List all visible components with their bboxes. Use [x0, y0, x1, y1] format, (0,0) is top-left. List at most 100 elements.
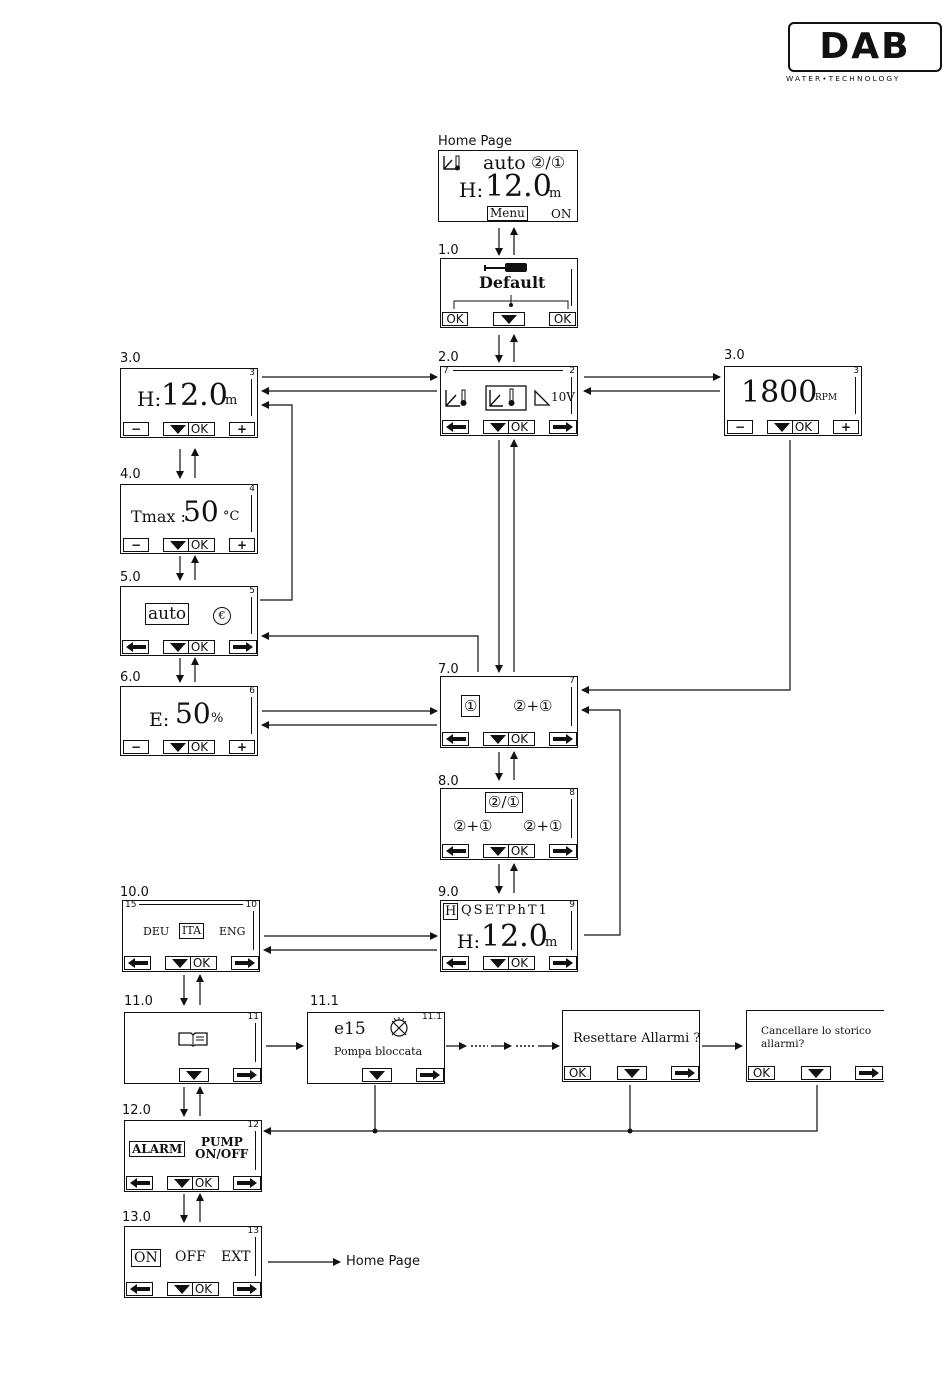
- plus-button[interactable]: +: [229, 422, 255, 436]
- head-value: 12.0: [161, 378, 228, 413]
- down-button[interactable]: [362, 1068, 392, 1082]
- left-button[interactable]: [126, 1176, 153, 1190]
- down-button[interactable]: [179, 1068, 209, 1082]
- down-button[interactable]: [493, 312, 525, 326]
- lang-deu[interactable]: DEU: [143, 925, 170, 938]
- left-arrow-icon: [125, 642, 146, 652]
- right-button[interactable]: [549, 956, 577, 970]
- down-button[interactable]: [801, 1066, 831, 1080]
- left-button[interactable]: [442, 420, 469, 434]
- mode-text: auto: [483, 152, 526, 174]
- right-button[interactable]: [233, 1282, 261, 1296]
- left-button[interactable]: [124, 956, 151, 970]
- twin-pump-option[interactable]: ②+①: [513, 697, 553, 715]
- eco-unit: %: [211, 711, 224, 726]
- right-button[interactable]: [549, 420, 577, 434]
- ext-option[interactable]: EXT: [221, 1249, 251, 1265]
- page-index: 8: [569, 788, 575, 798]
- lang-eng[interactable]: ENG: [219, 925, 246, 938]
- parallel-option[interactable]: ②+①: [453, 817, 493, 835]
- right-button[interactable]: [233, 1068, 261, 1082]
- right-button[interactable]: [416, 1068, 444, 1082]
- status-text: ON: [551, 207, 572, 221]
- down-arrow-icon: [173, 1178, 190, 1188]
- down-arrow-icon: [808, 1068, 824, 1078]
- label-12-0: 12.0: [122, 1103, 151, 1118]
- down-ok-button[interactable]: OK: [163, 538, 215, 552]
- down-ok-button[interactable]: OK: [483, 956, 535, 970]
- left-button[interactable]: [442, 844, 469, 858]
- down-ok-button[interactable]: OK: [167, 1176, 219, 1190]
- down-arrow-icon: [186, 1070, 202, 1080]
- down-ok-button[interactable]: OK: [163, 640, 215, 654]
- junction-dot: [627, 1128, 633, 1134]
- plus-button[interactable]: +: [229, 538, 255, 552]
- screen-home: auto ②/① H: 12.0 m Menu ON: [438, 150, 578, 222]
- page-index: 4: [249, 484, 255, 494]
- right-button[interactable]: [671, 1066, 699, 1080]
- left-button[interactable]: [126, 1282, 153, 1296]
- off-option[interactable]: OFF: [175, 1249, 206, 1265]
- minus-button[interactable]: −: [123, 538, 149, 552]
- curve-temp-selected-icon[interactable]: [485, 385, 527, 411]
- page-index: 5: [249, 586, 255, 596]
- down-ok-button[interactable]: OK: [167, 1282, 219, 1296]
- down-ok-button[interactable]: OK: [767, 420, 819, 434]
- screen-12-0: 12 ALARM PUMP ON/OFF OK: [124, 1120, 262, 1192]
- param-selected[interactable]: H: [443, 903, 459, 920]
- right-button[interactable]: [855, 1066, 883, 1080]
- right-button[interactable]: [231, 956, 259, 970]
- minus-button[interactable]: −: [123, 422, 149, 436]
- scroll-indicator: [251, 597, 255, 635]
- down-ok-button[interactable]: OK: [165, 956, 217, 970]
- down-ok-button[interactable]: OK: [483, 732, 535, 746]
- eco-icon[interactable]: €: [213, 607, 231, 625]
- right-button[interactable]: [233, 1176, 261, 1190]
- lang-ita[interactable]: ITA: [179, 923, 205, 939]
- page-index: 6: [249, 686, 255, 696]
- down-ok-button[interactable]: OK: [163, 422, 215, 436]
- speed-value: 1800: [741, 375, 818, 410]
- menu-button[interactable]: Menu: [487, 206, 528, 221]
- single-pump-option[interactable]: ①: [461, 695, 481, 717]
- book-icon: [178, 1032, 208, 1047]
- on-option[interactable]: ON: [131, 1249, 161, 1267]
- ok-button-left[interactable]: OK: [442, 312, 468, 326]
- left-button[interactable]: [442, 956, 469, 970]
- down-ok-button[interactable]: OK: [163, 740, 215, 754]
- label-home-page-link: Home Page: [346, 1254, 420, 1269]
- ok-button[interactable]: OK: [748, 1066, 775, 1080]
- pump-config-text: ②/①: [531, 153, 566, 172]
- pump-option-line1[interactable]: PUMP: [201, 1135, 243, 1149]
- minus-button[interactable]: −: [123, 740, 149, 754]
- speed-unit: RPM: [815, 393, 838, 403]
- ok-label: OK: [791, 421, 812, 433]
- plus-button[interactable]: +: [833, 420, 859, 434]
- reset-question: Resettare Allarmi ?: [573, 1031, 701, 1046]
- right-button[interactable]: [549, 732, 577, 746]
- alarm-option[interactable]: ALARM: [129, 1141, 186, 1157]
- down-button[interactable]: [617, 1066, 647, 1080]
- backup-option[interactable]: ②+①: [523, 817, 563, 835]
- down-ok-button[interactable]: OK: [483, 844, 535, 858]
- down-ok-button[interactable]: OK: [483, 420, 535, 434]
- tmax-value: 50: [183, 495, 219, 528]
- page-index: 2: [569, 366, 575, 376]
- arrow-5-to-3l: [260, 401, 293, 601]
- ok-button[interactable]: OK: [564, 1066, 591, 1080]
- right-button[interactable]: [229, 640, 257, 654]
- scroll-track: [139, 904, 243, 905]
- blocked-pump-icon: [390, 1017, 408, 1037]
- pump-option-line2[interactable]: ON/OFF: [195, 1147, 249, 1161]
- left-button[interactable]: [442, 732, 469, 746]
- alternating-option[interactable]: ②/①: [485, 792, 523, 813]
- plus-button[interactable]: +: [229, 740, 255, 754]
- left-button[interactable]: [122, 640, 149, 654]
- right-button[interactable]: [549, 844, 577, 858]
- page-index: 13: [247, 1226, 259, 1236]
- head-unit: m: [545, 935, 558, 950]
- minus-button[interactable]: −: [727, 420, 753, 434]
- auto-option[interactable]: auto: [145, 603, 190, 625]
- ok-button-right[interactable]: OK: [549, 312, 576, 326]
